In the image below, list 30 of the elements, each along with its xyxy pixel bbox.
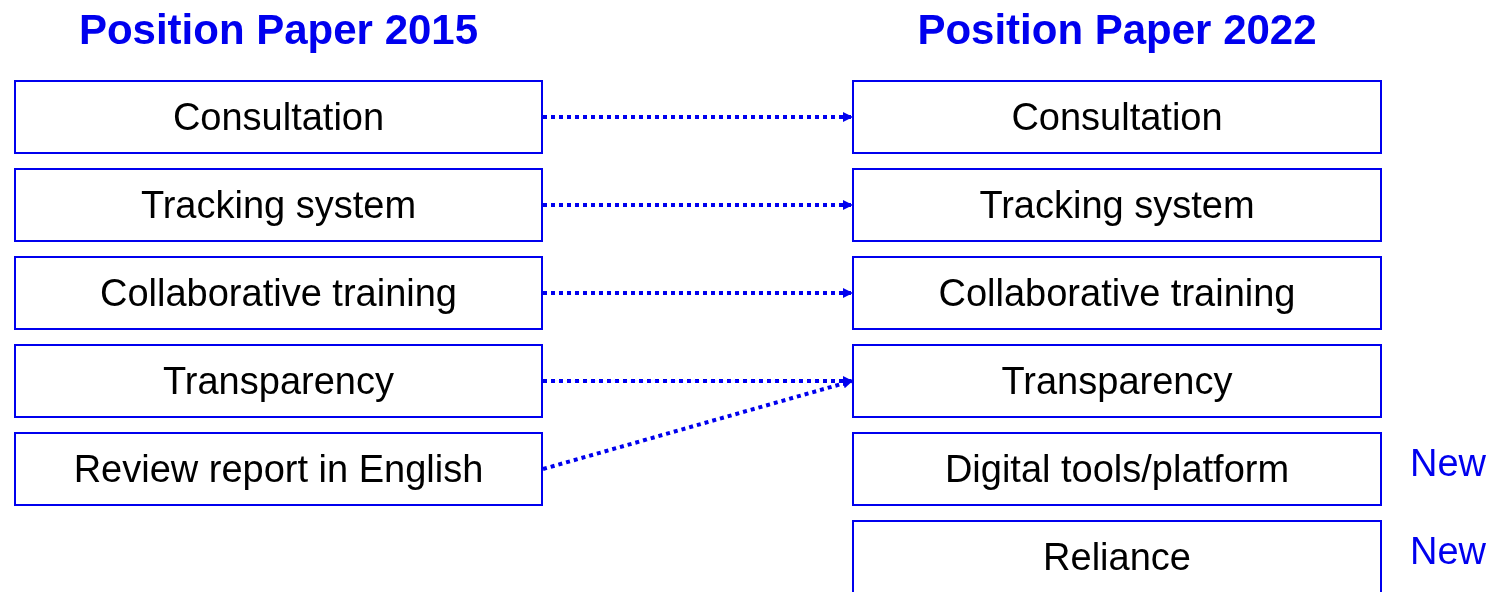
box-text: Tracking system [140, 183, 417, 227]
arrow [543, 112, 853, 122]
note-text: New [1410, 530, 1487, 573]
process-box [14, 80, 543, 154]
box-text: Tracking system [979, 183, 1255, 227]
box-text: Transparency [1001, 359, 1233, 403]
arrow [543, 200, 853, 210]
arrow [543, 288, 853, 298]
process-box [14, 256, 543, 330]
box-text: Review report in English [73, 447, 484, 491]
box-text: Consultation [172, 95, 385, 139]
column-heading: Position Paper 2022 [916, 6, 1318, 54]
box-text: Digital tools/platform [944, 447, 1290, 491]
arrow [543, 376, 853, 386]
box-text: Reliance [1043, 535, 1191, 579]
process-box [14, 432, 543, 506]
process-box [852, 520, 1382, 592]
process-box [852, 432, 1382, 506]
column-heading: Position Paper 2015 [77, 6, 480, 54]
box-text: Transparency [163, 359, 394, 403]
process-box [852, 344, 1382, 418]
process-box [852, 168, 1382, 242]
box-text: Consultation [1011, 95, 1223, 139]
process-box [852, 256, 1382, 330]
box-text: Collaborative training [938, 271, 1296, 315]
box-text: Collaborative training [100, 271, 457, 315]
note-text: New [1410, 442, 1487, 485]
process-box [852, 80, 1382, 154]
process-box [14, 344, 543, 418]
process-box [14, 168, 543, 242]
